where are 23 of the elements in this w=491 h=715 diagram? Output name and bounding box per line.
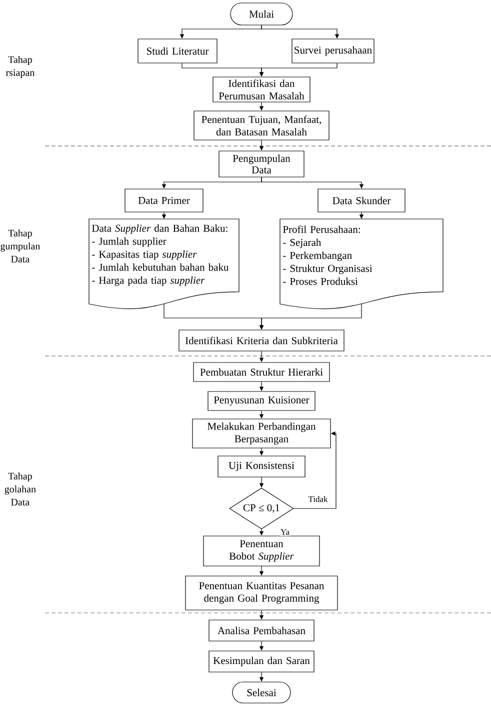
process-box: Survei perusahaan: [292, 38, 374, 64]
process-box: Penentuan Bobot Supplier: [203, 536, 320, 566]
process-box: Analisa Pembahasan: [208, 620, 314, 642]
stage-label: Tahap gumpulan Data: [0, 229, 40, 262]
process-box: Data Primer: [124, 188, 204, 212]
terminator: Selesai: [232, 682, 291, 704]
process-box: Pembuatan Struktur Hierarki: [193, 362, 330, 382]
process-box: Pengumpulan Data: [218, 150, 304, 178]
process-box: Penyusunan Kuisioner: [208, 391, 316, 411]
edge-label: Ya: [279, 528, 291, 536]
process-box: Identifikasi Kriteria dan Subkriteria: [178, 330, 344, 352]
process-box: Melakukan Perbandingan Berpasangan: [192, 418, 331, 448]
process-box: Data Skunder: [318, 188, 406, 212]
edge-label: Tidak: [307, 495, 329, 503]
process-box: Kesimpulan dan Saran: [208, 650, 314, 672]
process-box: Identifikasi dan Perumusan Masalah: [212, 76, 310, 102]
terminator: Mulai: [230, 2, 293, 26]
process-box: Studi Literatur: [138, 38, 218, 64]
stage-label: Tahap rsiapan: [6, 56, 34, 78]
process-box: Penentuan Tujuan, Manfaat, dan Batasan Masalah: [194, 110, 330, 140]
stage-label: Tahap golahan Data: [4, 472, 36, 506]
process-box: Uji Konsistensi: [218, 456, 306, 478]
process-box: Penentuan Kuantitas Pesanan dengan Goal Programming: [185, 576, 338, 610]
